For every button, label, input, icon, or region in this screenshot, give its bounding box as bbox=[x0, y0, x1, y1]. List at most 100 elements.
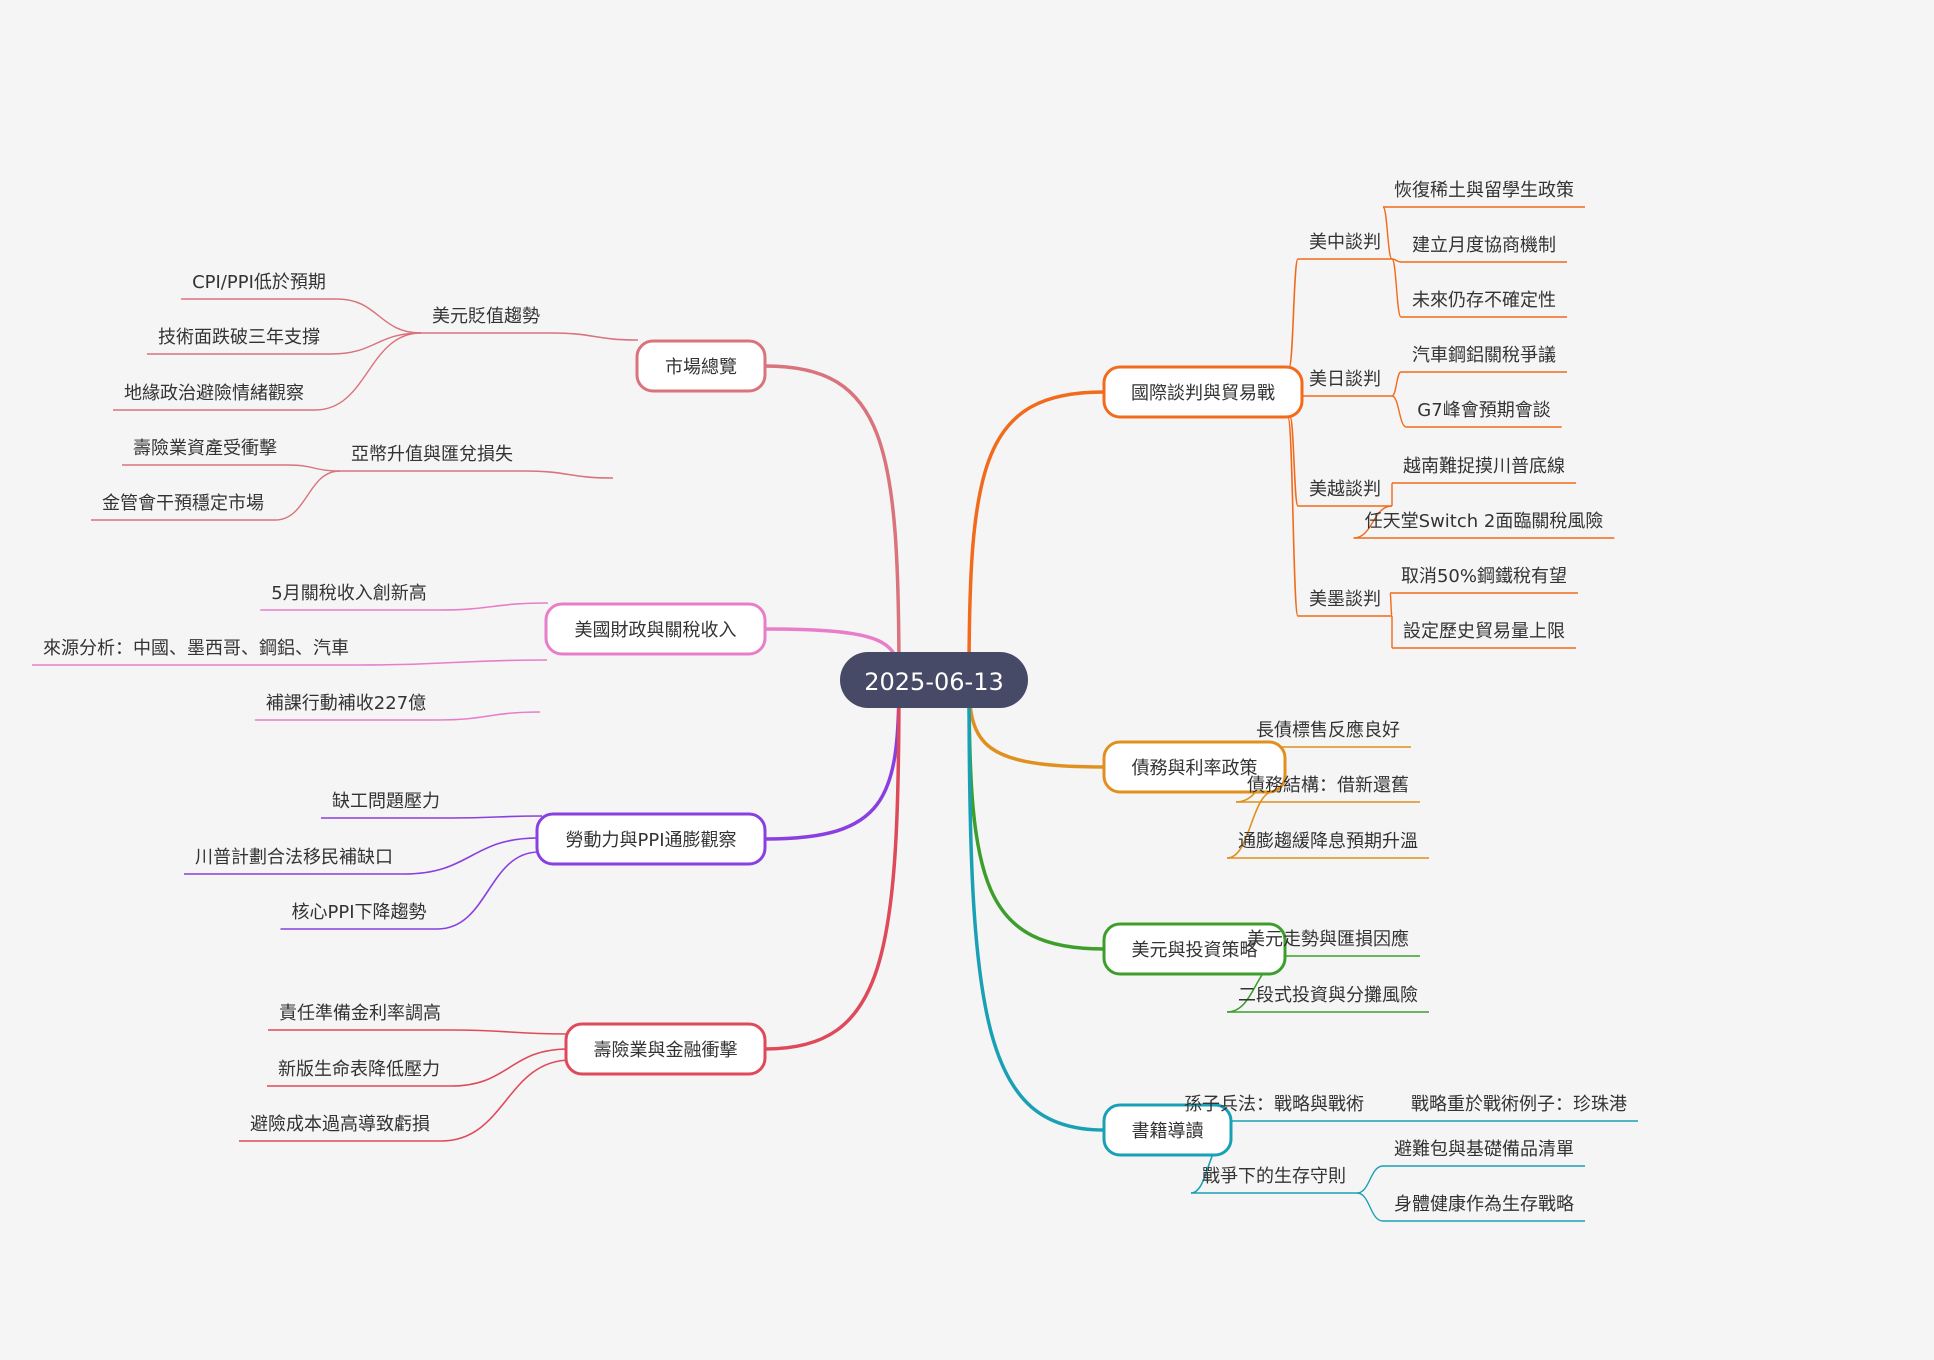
topic-fiscal[interactable]: 美國財政與關稅收入 bbox=[544, 602, 767, 656]
leaf-label[interactable]: 恢復稀土與留學生政策 bbox=[1394, 180, 1574, 201]
leaf-label[interactable]: 越南難捉摸川普底線 bbox=[1403, 456, 1565, 477]
subtopic-label[interactable]: 責任準備金利率調高 bbox=[279, 1003, 441, 1024]
topic-books[interactable]: 書籍導讀 bbox=[1102, 1103, 1233, 1157]
leaf-label[interactable]: 汽車鋼鋁關稅爭議 bbox=[1412, 345, 1556, 366]
subtopic-label[interactable]: 孫子兵法：戰略與戰術 bbox=[1184, 1094, 1364, 1115]
leaf-label[interactable]: 設定歷史貿易量上限 bbox=[1403, 621, 1565, 642]
leaf-label[interactable]: 地緣政治避險情緒觀察 bbox=[124, 383, 304, 404]
topic-trade[interactable]: 國際談判與貿易戰 bbox=[1102, 365, 1304, 419]
leaf-label[interactable]: G7峰會預期會談 bbox=[1417, 400, 1550, 421]
topic-label: 國際談判與貿易戰 bbox=[1131, 383, 1275, 404]
topic-bubble bbox=[1102, 922, 1287, 976]
child-connector bbox=[451, 1029, 569, 1035]
root-node-bubble bbox=[840, 652, 1028, 708]
child-connector bbox=[523, 470, 614, 479]
child-connector bbox=[450, 1048, 569, 1087]
leaf-label[interactable]: 建立月度協商機制 bbox=[1412, 235, 1556, 256]
leaf-label[interactable]: 金管會干預穩定市場 bbox=[102, 493, 264, 514]
mind-map-connectors bbox=[32, 206, 1638, 1222]
child-connector bbox=[550, 332, 639, 341]
subtopic-label[interactable]: 新版生命表降低壓力 bbox=[278, 1059, 440, 1080]
subtopic-label[interactable]: 戰爭下的生存守則 bbox=[1202, 1166, 1346, 1187]
topic-bubble bbox=[1102, 1103, 1233, 1157]
child-connector bbox=[403, 837, 539, 875]
child-connector bbox=[437, 851, 540, 930]
topic-usd[interactable]: 美元與投資策略 bbox=[1102, 922, 1287, 976]
subtopic-label[interactable]: 通膨趨緩降息預期升溫 bbox=[1238, 831, 1418, 852]
leaf-connector bbox=[1391, 258, 1402, 318]
leaf-connector bbox=[274, 470, 341, 521]
subtopic-label[interactable]: 避險成本過高導致虧損 bbox=[250, 1114, 430, 1135]
topic-market[interactable]: 市場總覽 bbox=[635, 339, 767, 393]
leaf-label[interactable]: 壽險業資產受衝擊 bbox=[133, 438, 277, 459]
leaf-label[interactable]: 技術面跌破三年支撐 bbox=[158, 327, 320, 348]
topic-bubble bbox=[635, 339, 767, 393]
subtopic-label[interactable]: 5月關稅收入創新高 bbox=[271, 583, 426, 604]
subtopic-label[interactable]: 長債標售反應良好 bbox=[1256, 719, 1400, 741]
leaf-connector bbox=[336, 298, 422, 334]
leaf-label[interactable]: 避難包與基礎備品清單 bbox=[1394, 1139, 1574, 1160]
topic-label: 書籍導讀 bbox=[1132, 1121, 1204, 1142]
child-connector bbox=[1288, 258, 1299, 368]
subtopic-label[interactable]: 缺工問題壓力 bbox=[332, 791, 440, 812]
topic-label: 勞動力與PPI通膨觀察 bbox=[565, 830, 736, 851]
child-connector bbox=[450, 815, 543, 819]
subtopic-label[interactable]: 亞幣升值與匯兌損失 bbox=[351, 444, 513, 465]
leaf-label[interactable]: 未來仍存不確定性 bbox=[1412, 290, 1556, 311]
leaf-label[interactable]: 戰略重於戰術例子：珍珠港 bbox=[1411, 1094, 1627, 1115]
subtopic-label[interactable]: 來源分析：中國、墨西哥、鋼鋁、汽車 bbox=[43, 638, 349, 659]
branch-connector-market bbox=[763, 364, 901, 682]
subtopic-label[interactable]: 補課行動補收227億 bbox=[266, 693, 426, 714]
leaf-connector bbox=[1391, 395, 1407, 428]
topic-labor[interactable]: 勞動力與PPI通膨觀察 bbox=[535, 812, 767, 866]
leaf-connector bbox=[1382, 206, 1393, 260]
subtopic-label[interactable]: 美元走勢與匯損因應 bbox=[1247, 928, 1409, 950]
branch-connector-trade bbox=[967, 390, 1106, 682]
topic-label: 市場總覽 bbox=[665, 357, 737, 378]
child-connector bbox=[359, 659, 548, 666]
subtopic-label[interactable]: 美中談判 bbox=[1309, 232, 1381, 253]
leaf-connector bbox=[1356, 1165, 1384, 1194]
topic-label: 美國財政與關稅收入 bbox=[575, 620, 737, 641]
leaf-label[interactable]: CPI/PPI低於預期 bbox=[192, 272, 326, 293]
topic-bubble bbox=[1102, 365, 1304, 419]
topic-bubble bbox=[564, 1022, 767, 1076]
child-connector bbox=[440, 1059, 572, 1142]
leaf-connector bbox=[330, 332, 422, 355]
subtopic-label[interactable]: 美越談判 bbox=[1309, 479, 1381, 500]
leaf-connector bbox=[287, 464, 341, 472]
branch-connector-books bbox=[967, 678, 1106, 1132]
child-connector bbox=[437, 602, 549, 611]
subtopic-label[interactable]: 債務結構：借新還舊 bbox=[1247, 775, 1409, 796]
topic-insurance[interactable]: 壽險業與金融衝擊 bbox=[564, 1022, 767, 1076]
topic-bubble bbox=[1102, 740, 1287, 794]
leaf-label[interactable]: 任天堂Switch 2面臨關稅風險 bbox=[1365, 511, 1604, 532]
leaf-label[interactable]: 取消50%鋼鐵稅有望 bbox=[1401, 566, 1567, 587]
leaf-connector bbox=[1356, 1192, 1384, 1222]
root-node[interactable]: 2025-06-13 bbox=[840, 652, 1028, 708]
topic-label: 債務與利率政策 bbox=[1132, 758, 1258, 779]
subtopic-label[interactable]: 美元貶值趨勢 bbox=[432, 306, 540, 327]
leaf-connector bbox=[1391, 371, 1402, 397]
subtopic-label[interactable]: 美日談判 bbox=[1309, 369, 1381, 390]
root-node-label: 2025-06-13 bbox=[864, 668, 1003, 696]
subtopic-label[interactable]: 美墨談判 bbox=[1309, 589, 1381, 610]
subtopic-label[interactable]: 二段式投資與分攤風險 bbox=[1238, 985, 1418, 1006]
subtopic-label[interactable]: 核心PPI下降趨勢 bbox=[291, 902, 426, 923]
leaf-connector bbox=[1389, 592, 1393, 617]
subtopic-label[interactable]: 川普計劃合法移民補缺口 bbox=[195, 847, 393, 868]
topic-label: 壽險業與金融衝擊 bbox=[594, 1040, 738, 1061]
child-connector bbox=[437, 711, 541, 721]
mind-map-nodes: 2025-06-13 市場總覽 美元貶值趨勢 CPI/PPI低於預期技術面跌破三年支… bbox=[43, 180, 1627, 1215]
leaf-label[interactable]: 身體健康作為生存戰略 bbox=[1394, 1194, 1574, 1215]
topic-label: 美元與投資策略 bbox=[1132, 940, 1258, 961]
topic-debt[interactable]: 債務與利率政策 bbox=[1102, 740, 1287, 794]
leaf-connector bbox=[1353, 505, 1393, 539]
branch-connector-usd bbox=[967, 678, 1106, 951]
leaf-connector bbox=[314, 332, 422, 411]
topic-bubble bbox=[544, 602, 767, 656]
child-connector bbox=[1289, 416, 1299, 507]
topic-bubble bbox=[535, 812, 767, 866]
branch-connector-insurance bbox=[763, 678, 901, 1051]
